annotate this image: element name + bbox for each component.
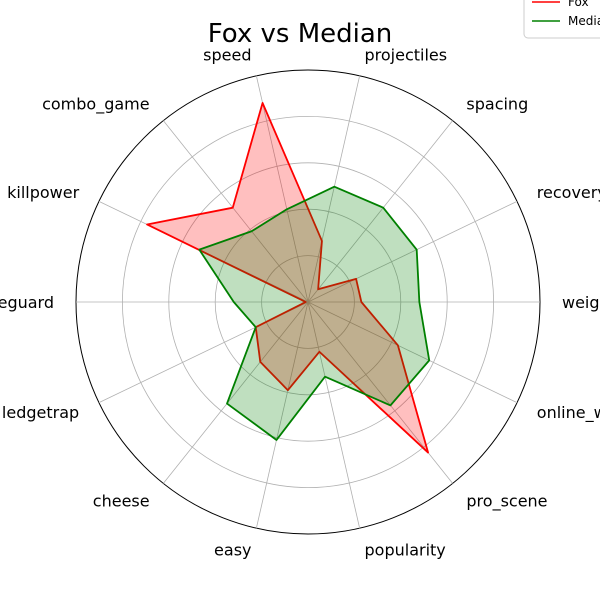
axis-label-killpower: killpower — [7, 183, 79, 202]
radar-spoke — [255, 75, 309, 303]
axis-label-spacing: spacing — [466, 94, 528, 113]
axis-label-weight: weight — [562, 293, 600, 312]
legend-box — [523, 0, 600, 39]
axis-label-recovery: recovery — [537, 183, 600, 202]
legend-label-fox: Fox — [568, 0, 589, 9]
radar-spoke — [307, 301, 518, 404]
axis-label-pro-scene: pro_scene — [466, 492, 547, 512]
radar-spoke — [307, 75, 361, 303]
series-area-median — [199, 186, 430, 440]
axis-label-speed: speed — [203, 45, 251, 64]
radar-spoke — [255, 301, 309, 529]
axis-label-ledgetrap: ledgetrap — [2, 403, 79, 422]
legend: Fox Median — [523, 0, 600, 39]
axis-labels: weight recovery spacing projectiles speed com… — [0, 45, 600, 559]
axis-label-cheese: cheese — [93, 492, 150, 511]
radar-spoke — [163, 120, 309, 303]
chart-title: Fox vs Median — [208, 19, 393, 49]
legend-label-median: Median — [568, 14, 600, 28]
axis-label-combo-game: combo_game — [42, 94, 150, 114]
radar-series-group — [146, 102, 431, 454]
series-line-median — [198, 185, 431, 441]
series-line-fox — [146, 102, 429, 454]
axis-label-popularity: popularity — [365, 541, 446, 560]
axis-label-edgeguard: edgeguard — [0, 293, 54, 312]
axis-label-online-winrate: online_winrate — [537, 403, 600, 423]
radar-spoke — [163, 301, 309, 484]
axis-label-easy: easy — [214, 541, 251, 560]
radar-spoke — [307, 301, 361, 529]
radar-spoke — [307, 200, 518, 303]
radar-spoke — [307, 120, 453, 303]
series-area-fox — [147, 102, 429, 453]
axis-label-projectiles: projectiles — [365, 45, 448, 64]
